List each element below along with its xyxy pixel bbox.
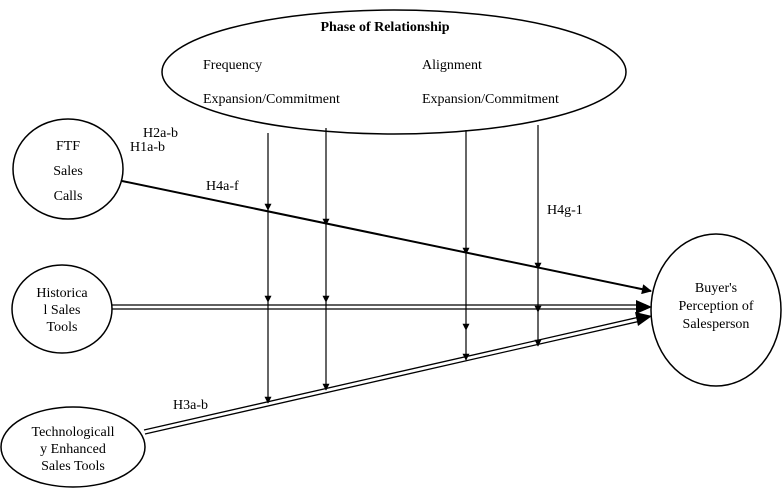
tech-label-line-1: Technologicall (32, 425, 115, 440)
arrow-ftf-to-buyer (121, 180, 652, 295)
buyer-label-line-1: Buyer's (695, 281, 737, 296)
ftf-ellipse (12, 118, 124, 220)
label-h3a-b: H3a-b (173, 398, 208, 413)
phase-of-relationship-node: Phase of Relationship Frequency Expansio… (161, 9, 627, 135)
ftf-sales-calls-node: FTF Sales Calls (12, 118, 124, 220)
label-h2a-b: H2a-b (143, 126, 178, 141)
ftf-label-line-3: Calls (54, 189, 83, 204)
label-h4a-f: H4a-f (206, 179, 239, 194)
label-h1a-b: H1a-b (130, 140, 165, 155)
ftf-label-line-1: FTF (56, 139, 80, 154)
historical-sales-tools-node: Historica l Sales Tools (11, 264, 113, 354)
phase-frequency-label: Frequency (203, 58, 262, 73)
label-h4g-1: H4g-1 (547, 203, 583, 218)
arrow-tech-to-buyer (143, 312, 652, 435)
phase-title: Phase of Relationship (320, 20, 449, 35)
phase-expansion-left-label: Expansion/Commitment (203, 92, 340, 107)
buyer-label-line-3: Salesperson (683, 317, 750, 332)
phase-ellipse (161, 9, 627, 135)
phase-expansion-right-label: Expansion/Commitment (422, 92, 559, 107)
ftf-label-line-2: Sales (53, 164, 83, 179)
tech-label-line-2: y Enhanced (40, 442, 106, 457)
buyer-label-line-2: Perception of (678, 299, 753, 314)
tech-ellipse (0, 406, 146, 488)
historical-label-line-3: Tools (47, 320, 78, 335)
phase-alignment-label: Alignment (422, 58, 482, 73)
buyer-ellipse (650, 233, 782, 387)
tech-label-line-3: Sales Tools (41, 459, 105, 474)
historical-label-line-2: l Sales (44, 303, 81, 318)
buyer-perception-node: Buyer's Perception of Salesperson (650, 233, 782, 387)
tech-sales-tools-node: Technologicall y Enhanced Sales Tools (0, 406, 146, 488)
arrow-historical-to-buyer (112, 300, 652, 314)
historical-label-line-1: Historica (36, 286, 88, 301)
